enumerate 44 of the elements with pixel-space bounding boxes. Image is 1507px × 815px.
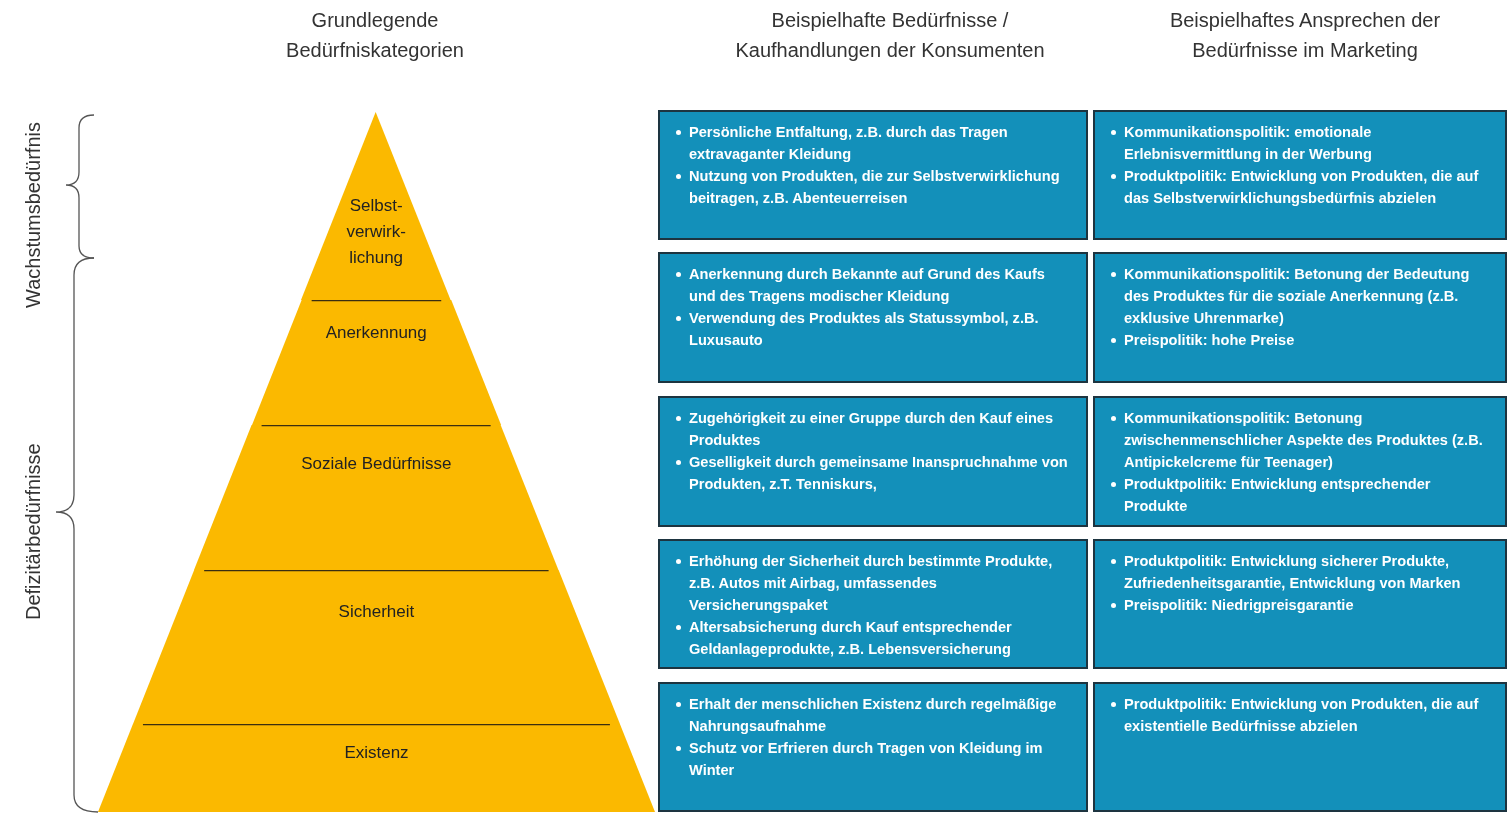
bullet-text: Erhalt der menschlichen Existenz durch regelmäßige Nahrungsaufnahme [689,696,1057,734]
table-cell [1093,682,1507,812]
bullet-text: Erhöhung der Sicherheit durch bestimmte Produkte, z.B. Autos mit Airbag, umfassendes Versicherungspaket [689,553,1053,613]
bullet-text: Nutzung von Produkten, die zur Selbstverwirklichung beitragen, z.B. Abenteuerreisen [689,168,1060,206]
table-cell [1093,396,1507,527]
bullet-text: Altersabsicherung durch Kauf entsprechender Geldanlageprodukte, z.B. Lebensversicherung [689,619,1012,657]
bullet-text: Kommunikationspolitik: Betonung zwischenmenschlicher Aspekte des Produktes (z.B. Antipickelcreme für Teenager) [1124,410,1483,470]
table-cell [1093,252,1507,383]
layer-label: Selbst- verwirk- lichung [345,195,407,269]
bullet-text: Anerkennung durch Bekannte auf Grund des Kaufs und des Tragens modischer Kleidung [689,266,1045,304]
bullet-text: Kommunikationspolitik: emotionale Erlebnisvermittlung in der Werbung [1124,124,1372,162]
table-cell [658,396,1088,527]
bullet-text: Schutz vor Erfrieren durch Tragen von Kleidung im Winter [689,740,1043,778]
bullet-text: Persönliche Entfaltung, z.B. durch das Tragen extravaganter Kleidung [689,124,1008,162]
layer-label: Sicherheit [337,601,416,623]
bullet-text: Preispolitik: hohe Preise [1124,332,1295,348]
bullet-text: Produktpolitik: Entwicklung entsprechender Produkte [1124,476,1431,514]
layer-label: Existenz [343,742,410,764]
layer-label: Anerkennung [324,322,428,344]
pyramid-layer [98,724,655,812]
pyramid-layer [251,300,501,425]
brace-label: Defizitärbedürfnisse [22,443,45,620]
bullet-text: Verwendung des Produktes als Statussymbol, z.B. Luxusauto [689,310,1039,348]
bullet-text: Produktpolitik: Entwicklung von Produkten, die auf das Selbstverwirklichungsbedürfnis abzielen [1124,168,1479,206]
column-heading: Beispielhafte Bedürfnisse / Kaufhandlungen der Konsumenten [734,8,1046,63]
pyramid-layer [301,112,451,300]
bullet-text: Produktpolitik: Entwicklung von Produkten, die auf existentielle Bedürfnisse abzielen [1124,696,1479,734]
bullet-text: Produktpolitik: Entwicklung sicherer Produkte, Zufriedenheitsgarantie, Entwicklung von Marken [1124,553,1461,591]
column-heading: Beispielhaftes Ansprechen der Bedürfnisse im Marketing [1168,8,1442,63]
layer-label: Soziale Bedürfnisse [300,453,453,475]
bullet-text: Kommunikationspolitik: Betonung der Bedeutung des Produktes für die soziale Anerkennung (z.B. exklusive Uhrenmarke) [1124,266,1470,326]
column-heading: Grundlegende Bedürfniskategorien [285,8,465,63]
bullet-text: Geselligkeit durch gemeinsame Inanspruchnahme von Produkten, z.T. Tenniskurs, [689,454,1068,492]
brace-label: Wachstumsbedürfnis [22,122,45,308]
bullet-text: Zugehörigkeit zu einer Gruppe durch den Kauf eines Produktes [689,410,1054,448]
table-cell [658,110,1088,240]
table-cell [658,252,1088,383]
table-cell [1093,539,1507,669]
table-cell [658,682,1088,812]
table-cell [658,539,1088,669]
table-cell [1093,110,1507,240]
bullet-text: Preispolitik: Niedrigpreisgarantie [1124,597,1354,613]
pyramid-layer [194,425,559,570]
pyramid-layer [132,570,620,724]
